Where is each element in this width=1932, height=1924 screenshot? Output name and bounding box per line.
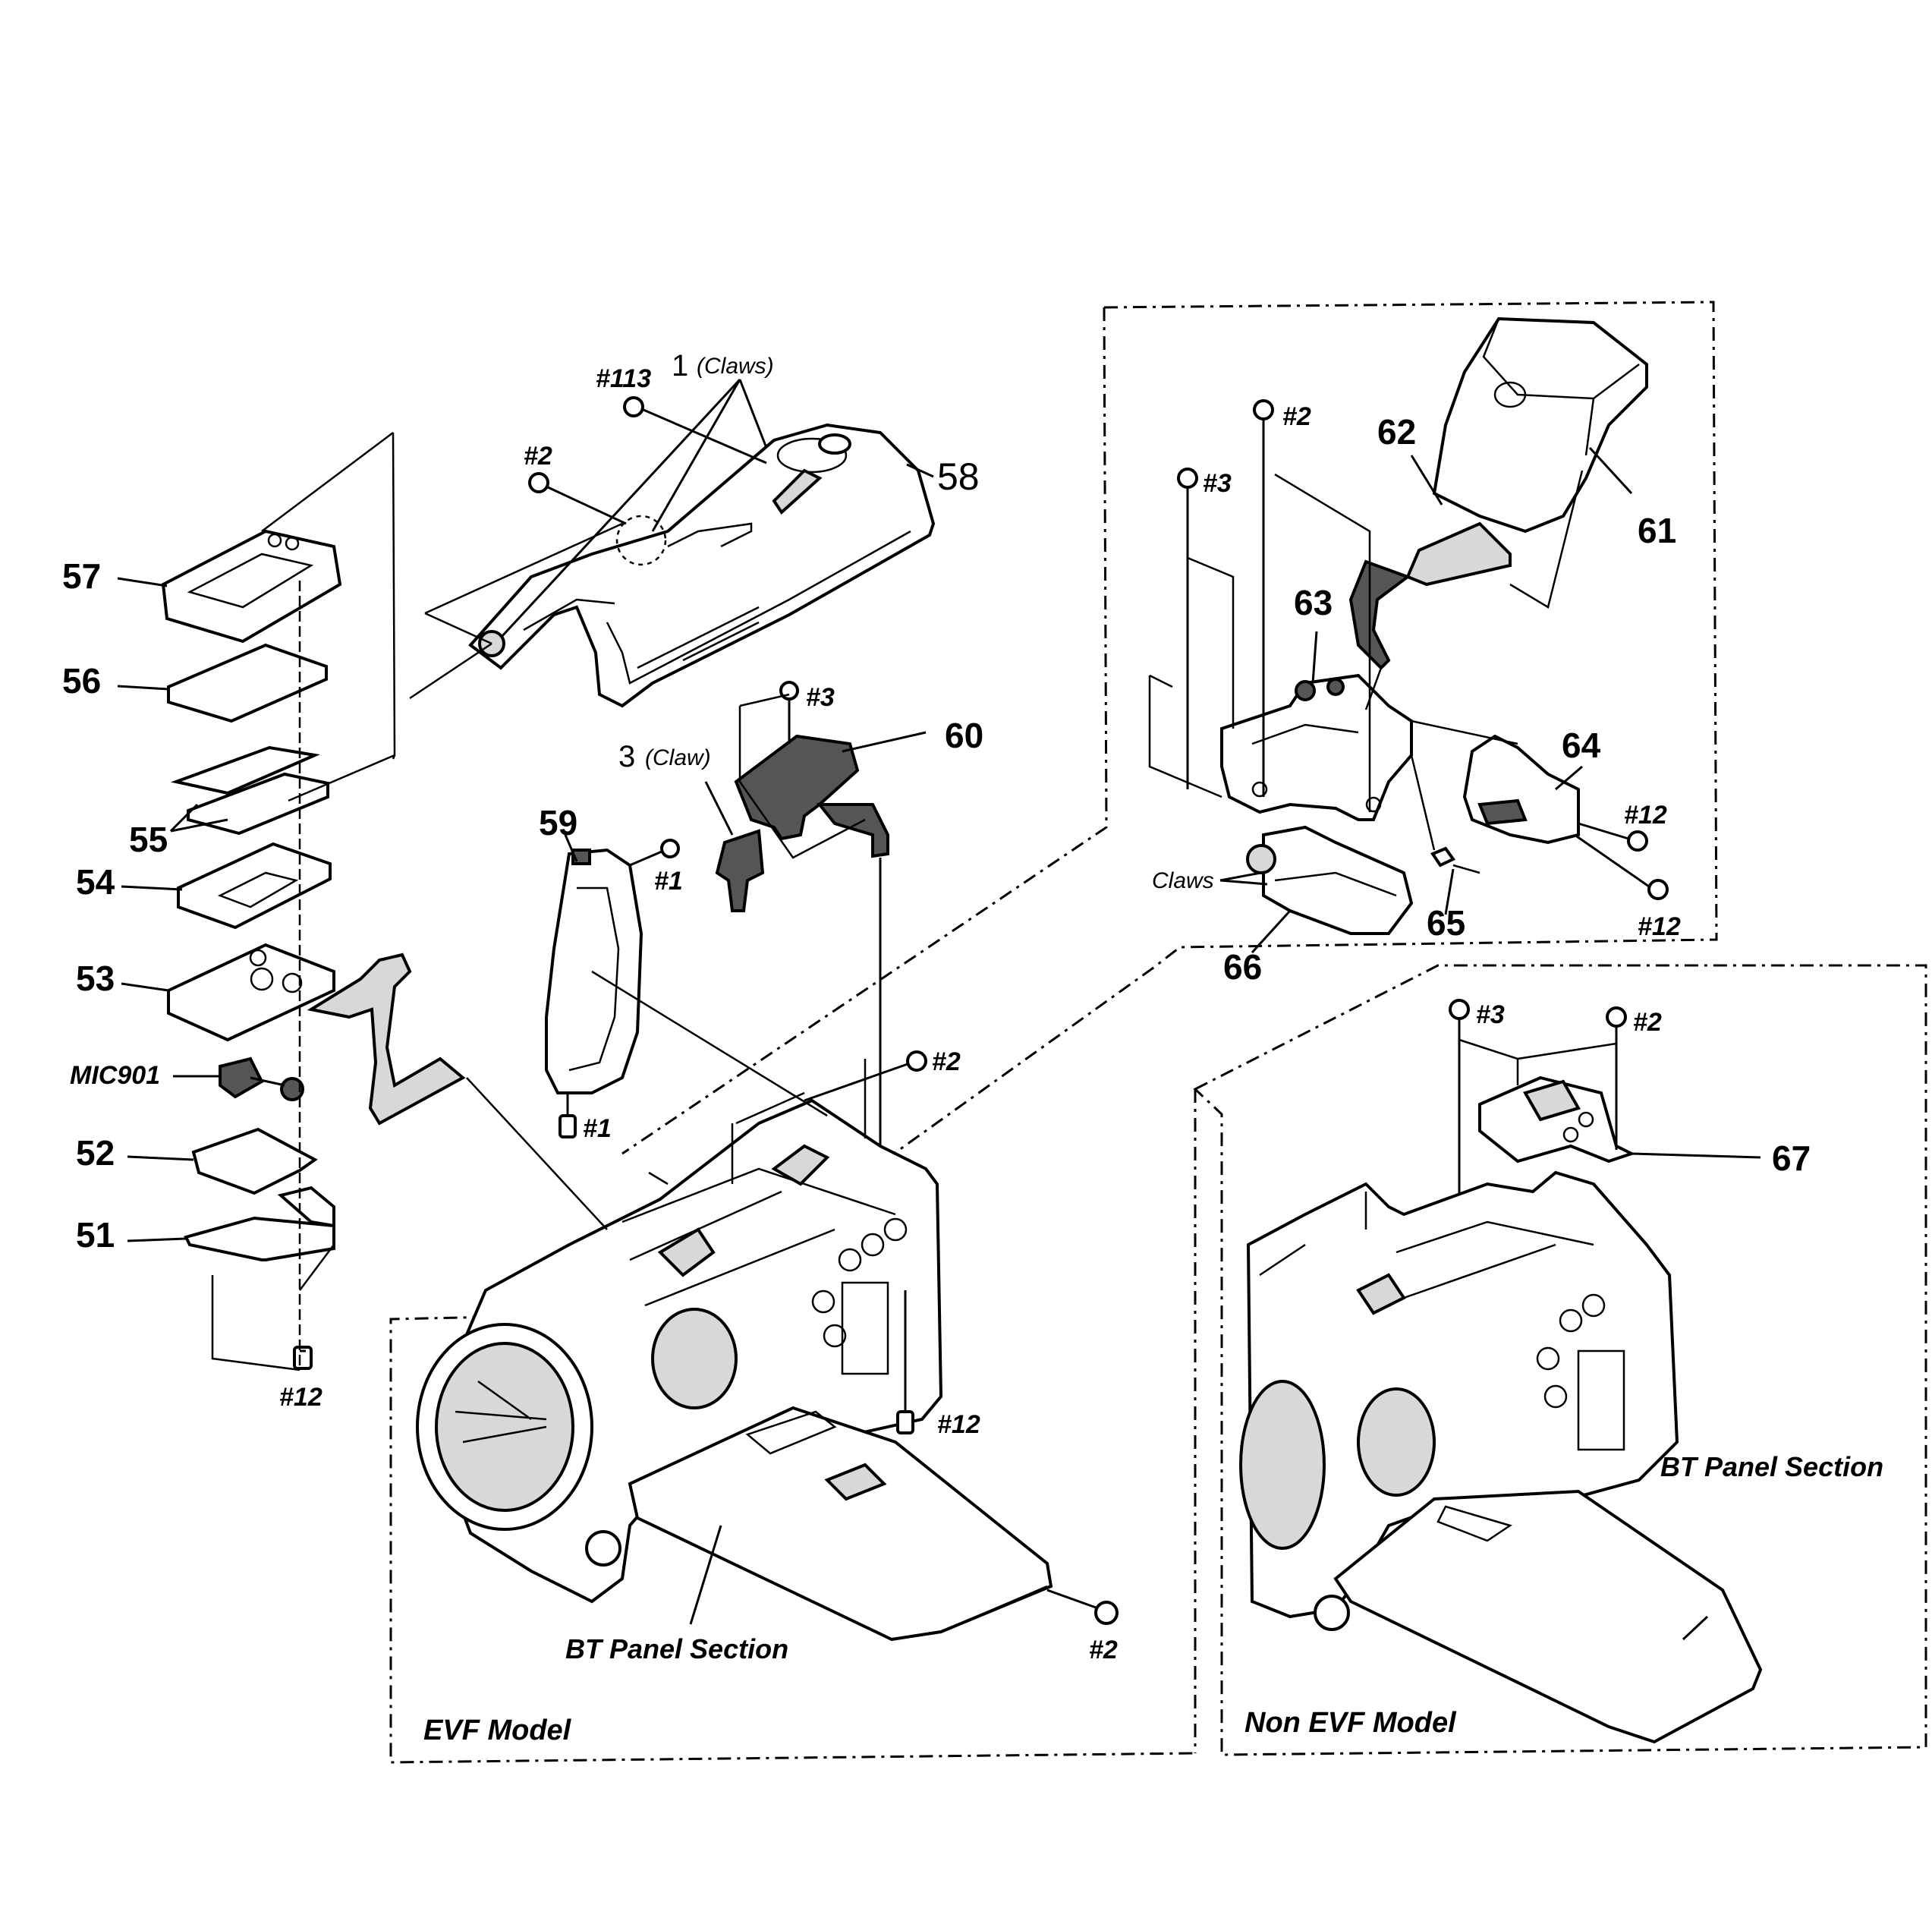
screw-12-evf-b <box>1574 833 1669 900</box>
screw-3-evf <box>1177 468 1198 789</box>
label-64: 64 <box>1562 726 1601 765</box>
label-54: 54 <box>76 862 115 902</box>
label-screw-2-top: #2 <box>524 442 552 471</box>
screw-12-body <box>896 1290 914 1434</box>
label-mic901: MIC901 <box>70 1061 160 1090</box>
screw-2-evf <box>1253 399 1274 797</box>
screw-labels: #113 #2 #3 #1 #1 #2 #12 #12 #2 #2 #3 #12… <box>279 364 1681 1664</box>
part-54-frame <box>177 842 332 930</box>
label-non-evf-model: Non EVF Model <box>1244 1707 1457 1739</box>
label-screw-3-mid: #3 <box>806 683 835 712</box>
screw-2-panel <box>1046 1589 1119 1625</box>
part-62-flex <box>1348 521 1512 670</box>
nonevf-guides <box>1364 1038 1617 1230</box>
evf-model-boundary <box>389 301 1718 1764</box>
housing-58-guides <box>409 522 623 700</box>
label-62: 62 <box>1377 412 1416 452</box>
label-screw-2-evf: #2 <box>1282 402 1311 431</box>
label-screw-1-a: #1 <box>654 867 683 896</box>
label-67: 67 <box>1772 1138 1811 1178</box>
label-56: 56 <box>62 661 101 701</box>
part-66-lower-bracket <box>1246 825 1414 935</box>
flex-cable-53 <box>307 953 466 1126</box>
note-labels: 1 (Claws) 3 (Claw) Claws <box>618 349 1214 893</box>
screw-12-left <box>293 1346 313 1370</box>
label-screw-12-left: #12 <box>279 1383 323 1412</box>
bt-panel-nonevf <box>1333 1489 1763 1744</box>
label-63: 63 <box>1294 583 1333 622</box>
part-61-evf-unit <box>1432 316 1648 534</box>
part-59-side-frame <box>545 848 643 1094</box>
part-number-labels: 57 56 55 54 53 MIC901 52 51 58 59 60 61 … <box>62 412 1811 1255</box>
part-67-bracket <box>1478 1075 1636 1164</box>
section-labels: BT Panel Section BT Panel Section EVF Mo… <box>423 1451 1883 1746</box>
label-claws-1-text: (Claws) <box>697 354 774 379</box>
label-screw-3-nonevf: #3 <box>1476 1000 1505 1029</box>
label-claws-1-num: 1 <box>672 349 688 383</box>
part-60-board <box>734 734 889 858</box>
part-claw-3-connector <box>704 781 765 912</box>
part-64-holder <box>1462 734 1580 845</box>
screw-12-evf-a <box>1578 822 1648 852</box>
label-60: 60 <box>945 716 983 755</box>
left-stack-guides <box>211 432 396 1371</box>
label-66: 66 <box>1223 947 1262 987</box>
label-screw-113: #113 <box>596 364 651 393</box>
body-guides <box>466 970 867 1230</box>
screw-3-mid <box>779 681 799 744</box>
label-screw-12-evf-a: #12 <box>1624 801 1667 830</box>
label-bt-panel-nonevf: BT Panel Section <box>1660 1451 1883 1482</box>
screw-1-b <box>559 1093 577 1138</box>
label-51: 51 <box>76 1215 115 1255</box>
claws-1-leaders <box>499 378 768 639</box>
label-claw-3-text: (Claw) <box>645 745 711 770</box>
screw-1-a <box>629 839 680 867</box>
label-57: 57 <box>62 556 101 596</box>
label-screw-2-body: #2 <box>932 1047 961 1076</box>
screw-2-body <box>804 1050 927 1102</box>
part-57-cover <box>161 529 342 644</box>
leader-lines <box>117 446 1761 1641</box>
part-55-sheets <box>170 745 329 836</box>
screw-2-nonevf <box>1606 1006 1627 1150</box>
label-claws-66: Claws <box>1152 868 1214 893</box>
part-52-sheet <box>191 1127 318 1195</box>
label-53: 53 <box>76 959 115 998</box>
label-52: 52 <box>76 1133 115 1173</box>
label-screw-2-panel: #2 <box>1089 1636 1118 1664</box>
label-evf-model: EVF Model <box>423 1715 572 1746</box>
label-bt-panel-evf: BT Panel Section <box>565 1633 788 1664</box>
part-58-top-housing <box>468 423 936 708</box>
evf-guides <box>1148 470 1584 874</box>
part-51-bracket <box>184 1186 335 1261</box>
part-63-bracket <box>1220 673 1413 821</box>
bt-panel-evf <box>628 1406 1053 1642</box>
camera-body-nonevf <box>1239 1170 1679 1631</box>
part-56-sheet <box>167 643 328 723</box>
part-mic901 <box>219 1056 304 1101</box>
label-59: 59 <box>539 803 577 842</box>
part-53-board <box>167 943 335 1042</box>
label-screw-3-evf: #3 <box>1203 469 1232 498</box>
non-evf-model-boundary <box>1193 964 1927 1756</box>
label-screw-2-nonevf: #2 <box>1633 1008 1662 1037</box>
label-61: 61 <box>1638 511 1676 550</box>
screw-113 <box>623 396 767 464</box>
label-screw-12-body: #12 <box>937 1410 980 1439</box>
label-claw-3-num: 3 <box>618 740 635 773</box>
screw-2-top <box>528 472 627 525</box>
label-65: 65 <box>1427 903 1465 943</box>
label-screw-12-evf-b: #12 <box>1638 912 1681 941</box>
label-55: 55 <box>129 820 168 859</box>
part-65-small-block <box>1430 846 1456 868</box>
label-screw-1-b: #1 <box>583 1114 612 1143</box>
camera-body-evf <box>416 1098 943 1604</box>
label-58: 58 <box>937 455 980 498</box>
